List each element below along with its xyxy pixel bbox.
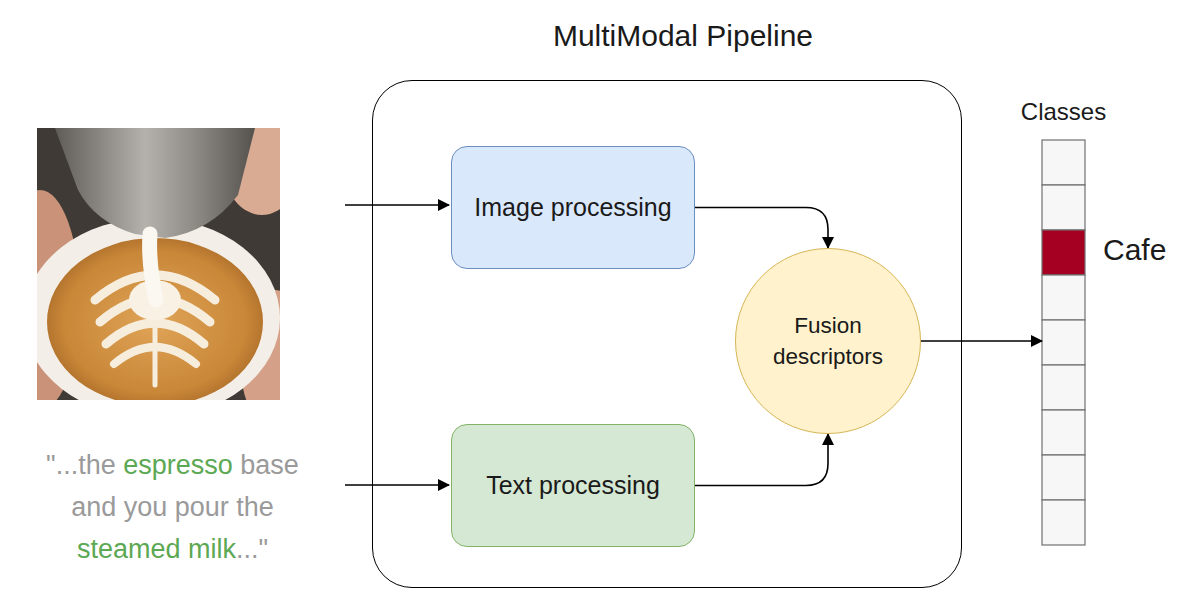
node-label: Image processing [464,192,681,223]
connector-arrow [921,340,1042,342]
connector-arrow [695,208,828,249]
input-arrow [345,484,449,486]
milk-stream [150,234,156,300]
connector-arrow [695,434,828,486]
node-label: Fusion descriptors [736,310,920,372]
input-arrow [345,204,449,206]
pipeline-container: MultiModal PipelineImage processingFusio… [372,80,962,588]
class-label: Cafe [1103,233,1166,267]
process-box: Image processing [451,146,695,269]
classes-column: Classes [1042,140,1085,545]
quote-word: ..." [236,534,268,564]
milk-pitcher [55,128,255,238]
quote-text: "...the espresso base and you pour the ste… [0,444,345,570]
heading: Classes [992,98,1135,126]
heading: MultiModal Pipeline [373,19,993,53]
node-label: Text processing [476,470,670,501]
quote-word: base [240,450,299,480]
process-box: Text processing [451,424,695,547]
quote-word: and you pour the [71,492,274,522]
latte-photo [37,128,280,400]
fusion-circle: Fusion descriptors [735,248,921,434]
cup-rim [37,218,280,400]
class-cells [1042,140,1085,545]
quote-word: "...the [46,450,116,480]
selected-class-cell [1042,230,1085,275]
keyword: espresso [123,450,233,480]
keyword: steamed milk [77,534,236,564]
